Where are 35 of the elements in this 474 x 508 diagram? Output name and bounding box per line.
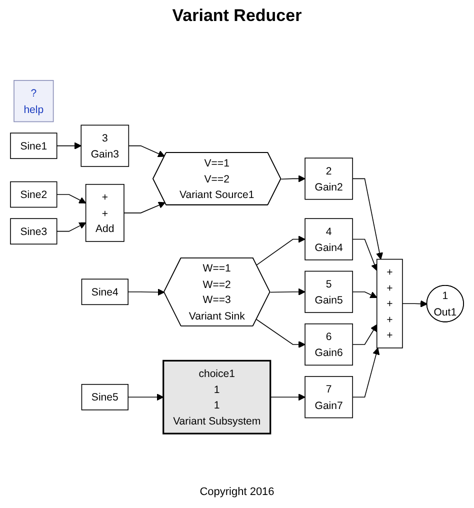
- arrow: [124, 202, 166, 214]
- arrow: [352, 238, 378, 271]
- node-box: 2 Gain2: [304, 158, 353, 200]
- node-box: ? help: [14, 80, 54, 122]
- arrow: [352, 291, 378, 298]
- arrow: [128, 145, 166, 158]
- node-box: choice1 1 1 Variant Subsystem: [162, 360, 272, 434]
- node-box: + + Add: [85, 184, 124, 242]
- copyright-caption: Copyright 2016: [198, 486, 276, 498]
- arrow: [270, 394, 306, 401]
- arrow: [128, 288, 165, 296]
- node-box: 5 Gain5: [304, 270, 353, 313]
- arrow: [402, 300, 428, 308]
- arrow: [56, 142, 82, 150]
- arrow: [256, 236, 306, 266]
- arrow: [352, 348, 380, 398]
- arrow: [256, 319, 306, 348]
- arrow: [280, 175, 306, 182]
- arrow: [352, 324, 378, 345]
- node-box: + + + + +: [376, 258, 403, 348]
- node-box: Sine2: [10, 181, 58, 208]
- diagram-title: Variant Reducer: [171, 6, 303, 26]
- node-box: 6 Gain6: [304, 323, 353, 366]
- node-box: Sine3: [10, 218, 58, 244]
- node-box: Sine1: [10, 132, 58, 159]
- arrow: [352, 178, 384, 260]
- arrow: [270, 288, 306, 296]
- arrow: [128, 394, 164, 401]
- arrow: [56, 222, 86, 232]
- arrow: [56, 194, 86, 204]
- node-box: Sine5: [81, 384, 128, 410]
- node-box: 4 Gain4: [304, 218, 353, 260]
- node-box: Sine4: [81, 278, 128, 306]
- node-box: 3 Gain3: [80, 124, 130, 167]
- node-box: 7 Gain7: [304, 376, 353, 418]
